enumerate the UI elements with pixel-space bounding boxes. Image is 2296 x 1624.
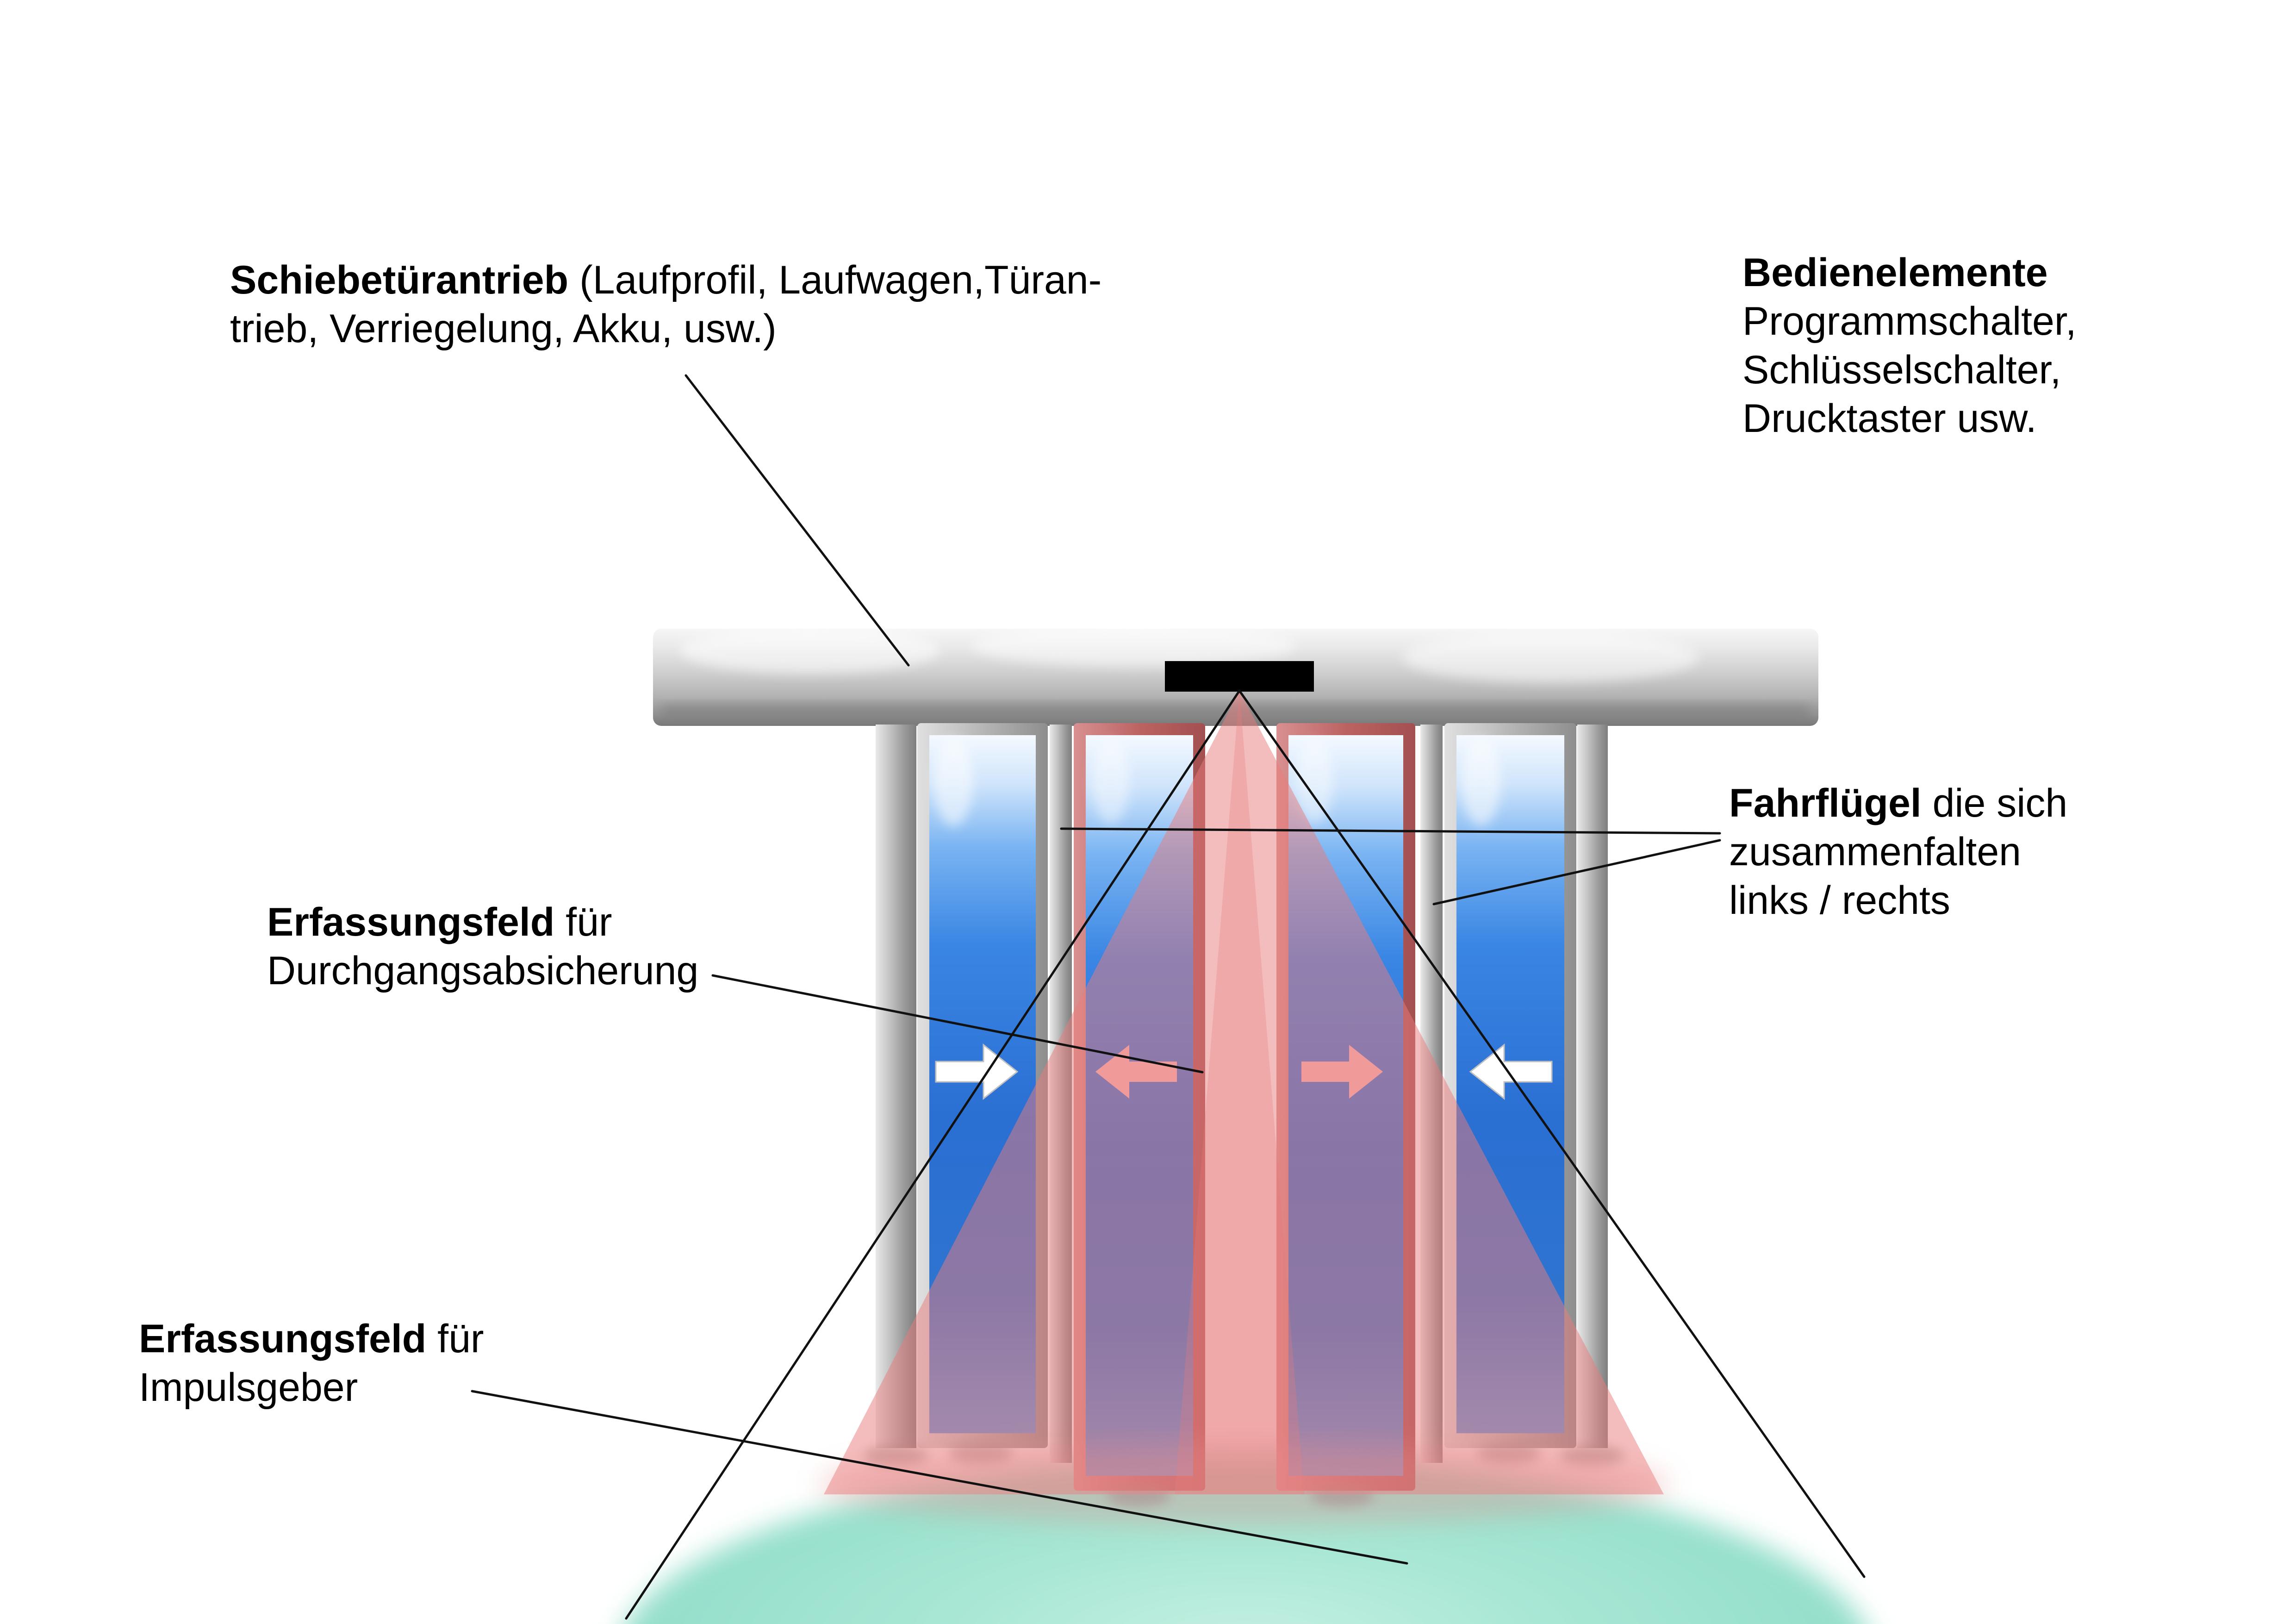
- passage-detection-cone: [824, 691, 1664, 1494]
- wing3-glass-highlight: [1296, 741, 1333, 824]
- label-bedienelemente: Bedienelemente Programmschalter, Schlüss…: [1742, 249, 2077, 443]
- left-outer-post: [876, 725, 916, 1448]
- label-erfassungsfeld-durchgang: Erfassungsfeld für Durchgangsabsicherung: [267, 898, 698, 995]
- label-fahrfluegel-line1: Fahrflügel die sich: [1729, 779, 2067, 828]
- label-fahrfluegel: Fahrflügel die sich zusammenfalten links…: [1729, 779, 2067, 925]
- passage-detection-cone-core: [1175, 691, 1304, 1494]
- pointer-line-wings-a: [1060, 827, 1721, 835]
- label-erfassungsfeld-impulsgeber: Erfassungsfeld für Impulsgeber: [139, 1315, 484, 1412]
- pointer-line-wings-b: [1432, 839, 1721, 906]
- wing2-glass-highlight: [1092, 741, 1129, 824]
- label-erfassungsfeld-durchgang-line2: Durchgangsabsicherung: [267, 948, 699, 993]
- label-schiebetuerantrieb: Schiebetürantrieb (Laufprofil, Laufwagen…: [230, 256, 1101, 353]
- arrow-left-white-icon: [1469, 1043, 1553, 1100]
- beam-highlight: [1402, 632, 1699, 683]
- label-fahrfluegel-rest: die sich: [1921, 781, 2068, 825]
- label-fahrfluegel-line3: links / rechts: [1729, 878, 1950, 923]
- label-erfassungsfeld-durchgang-rest: für: [554, 900, 612, 944]
- label-fahrfluegel-bold: Fahrflügel: [1729, 781, 1922, 825]
- label-erfassungsfeld-impulsgeber-bold: Erfassungsfeld: [139, 1317, 427, 1361]
- label-erfassungsfeld-impulsgeber-line1: Erfassungsfeld für: [139, 1315, 484, 1363]
- pointer-line-passage-field: [711, 974, 1204, 1074]
- cone-floor-glow: [818, 1442, 1670, 1525]
- label-fahrfluegel-line2: zusammenfalten: [1729, 829, 2021, 874]
- label-schiebetuerantrieb-line1: Schiebetürantrieb (Laufprofil, Laufwagen…: [230, 256, 1101, 305]
- label-schiebetuerantrieb-line2: trieb, Verriegelung, Akku, usw.): [230, 306, 777, 351]
- sensor-cone-edge-left: [625, 689, 1241, 1620]
- label-erfassungsfeld-durchgang-line1: Erfassungsfeld für: [267, 898, 698, 947]
- label-bedienelemente-line3: Schlüsselschalter,: [1742, 347, 2061, 392]
- sensor-cone-edge-right: [1238, 689, 1866, 1578]
- label-schiebetuerantrieb-bold: Schiebetürantrieb: [230, 258, 569, 302]
- label-bedienelemente-line4: Drucktaster usw.: [1742, 396, 2037, 441]
- label-bedienelemente-title: Bedienelemente: [1742, 250, 2048, 295]
- right-outer-post: [1577, 725, 1608, 1448]
- wing1-glass-highlight: [934, 738, 973, 826]
- sensor-unit: [1165, 661, 1314, 692]
- beam-highlight: [972, 625, 1296, 667]
- label-erfassungsfeld-impulsgeber-rest: für: [426, 1317, 484, 1361]
- wing4-glass-highlight: [1462, 738, 1500, 826]
- label-schiebetuerantrieb-rest: (Laufprofil, Laufwagen,Türan-: [568, 258, 1102, 302]
- label-bedienelemente-line2: Programmschalter,: [1742, 299, 2077, 344]
- pointer-line-impulse-field: [471, 1390, 1408, 1565]
- pointer-line-drive: [684, 374, 910, 667]
- beam-highlight: [680, 627, 940, 674]
- label-erfassungsfeld-impulsgeber-line2: Impulsgeber: [139, 1365, 358, 1410]
- label-erfassungsfeld-durchgang-bold: Erfassungsfeld: [267, 900, 555, 944]
